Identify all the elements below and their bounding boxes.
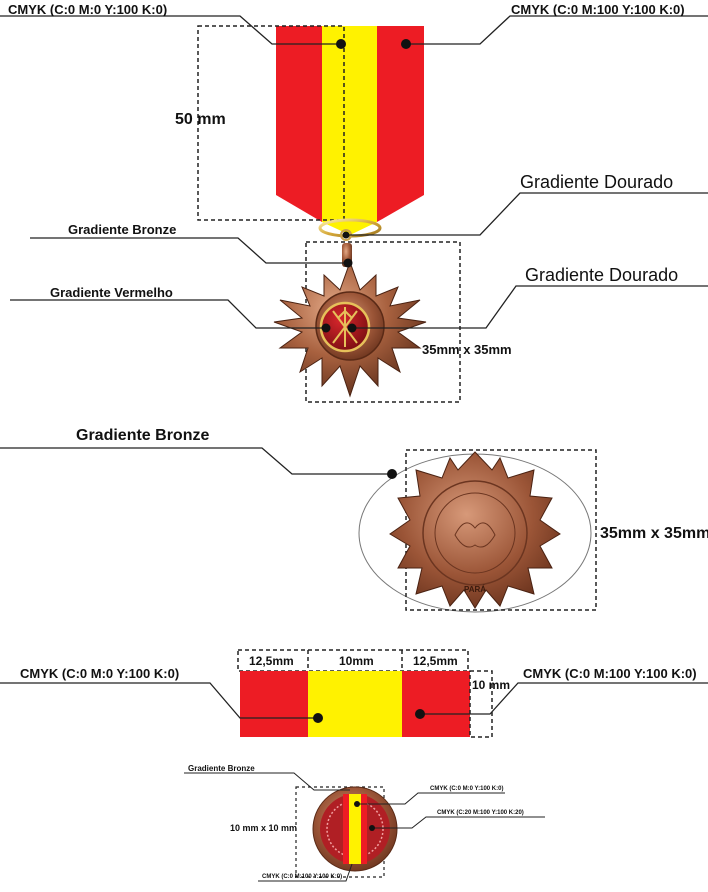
label-bar-height: 10 mm — [472, 678, 511, 692]
rosette — [312, 786, 398, 872]
marker-bronze-1 — [343, 258, 353, 268]
leader-rosette-red — [258, 863, 353, 882]
label-top-yellow-cmyk: CMYK (C:0 M:0 Y:100 K:0) — [8, 2, 168, 17]
label-medal-size: 35mm x 35mm — [422, 342, 512, 357]
leader-top-yellow — [0, 15, 341, 45]
marker-bar-red — [415, 709, 425, 719]
bar-dimension-side — [469, 670, 493, 738]
bar-red-right — [402, 671, 470, 737]
label-bar-yellow-cmyk: CMYK (C:0 M:0 Y:100 K:0) — [20, 666, 180, 681]
leader-bronze-2 — [0, 447, 392, 475]
label-rosette-size: 10 mm x 10 mm — [230, 823, 298, 833]
marker-dourado-2 — [347, 323, 357, 333]
label-top-red-cmyk: CMYK (C:0 M:100 Y:100 K:0) — [511, 2, 685, 17]
ribbon-red-right — [377, 26, 424, 222]
label-gradiente-dourado-2: Gradiente Dourado — [525, 265, 679, 285]
marker-bar-yellow — [313, 713, 323, 723]
label-reverse-size: 35mm x 35mm — [600, 525, 708, 542]
leader-dourado-2 — [352, 285, 708, 329]
bar-red-left — [240, 671, 308, 737]
marker-vermelho — [321, 323, 331, 333]
leader-vermelho — [10, 299, 326, 329]
medal-reverse: PARÁ — [389, 451, 561, 609]
label-gradiente-dourado-1: Gradiente Dourado — [520, 172, 674, 192]
label-ribbon-height: 50 mm — [175, 111, 226, 128]
label-rosette-darkred-cmyk: CMYK (C:20 M:100 Y:100 K:20) — [437, 810, 524, 816]
marker-top-red — [401, 39, 411, 49]
label-bar-red-cmyk: CMYK (C:0 M:100 Y:100 K:0) — [523, 666, 697, 681]
ribbon-bar — [240, 671, 470, 737]
label-gradiente-bronze-2: Gradiente Bronze — [76, 427, 210, 444]
label-rosette-red-cmyk: CMYK (C:0 M:100 Y:100 K:0) — [262, 874, 343, 880]
reverse-inscription: PARÁ — [464, 585, 486, 594]
leader-bar-red — [420, 682, 708, 715]
leader-rosette-darkred — [372, 816, 545, 829]
ribbon-drape — [276, 26, 424, 235]
label-width-center: 10mm — [339, 654, 374, 668]
marker-bronze-2 — [387, 469, 397, 479]
leader-bar-yellow — [0, 682, 318, 719]
label-rosette-yellow-cmyk: CMYK (C:0 M:0 Y:100 K:0) — [430, 786, 504, 792]
leader-top-red — [406, 15, 708, 45]
ribbon-dimension-box — [197, 25, 345, 221]
label-width-right: 12,5mm — [413, 654, 458, 668]
label-rosette-bronze: Gradiente Bronze — [188, 764, 255, 773]
leader-rosette-yellow — [357, 792, 505, 805]
ribbon-yellow-center — [322, 26, 377, 235]
marker-top-yellow — [336, 39, 346, 49]
leader-dourado-1 — [346, 192, 708, 236]
leader-rosette-bronze — [184, 772, 350, 791]
bar-yellow-center — [308, 671, 402, 737]
label-gradiente-vermelho: Gradiente Vermelho — [50, 285, 173, 300]
rosette-yellow-stripe — [349, 794, 361, 864]
label-gradiente-bronze-1: Gradiente Bronze — [68, 222, 177, 237]
ribbon-red-left — [276, 26, 322, 222]
marker-dourado-1 — [342, 231, 350, 239]
label-width-left: 12,5mm — [249, 654, 294, 668]
leader-bronze-1 — [30, 237, 348, 264]
